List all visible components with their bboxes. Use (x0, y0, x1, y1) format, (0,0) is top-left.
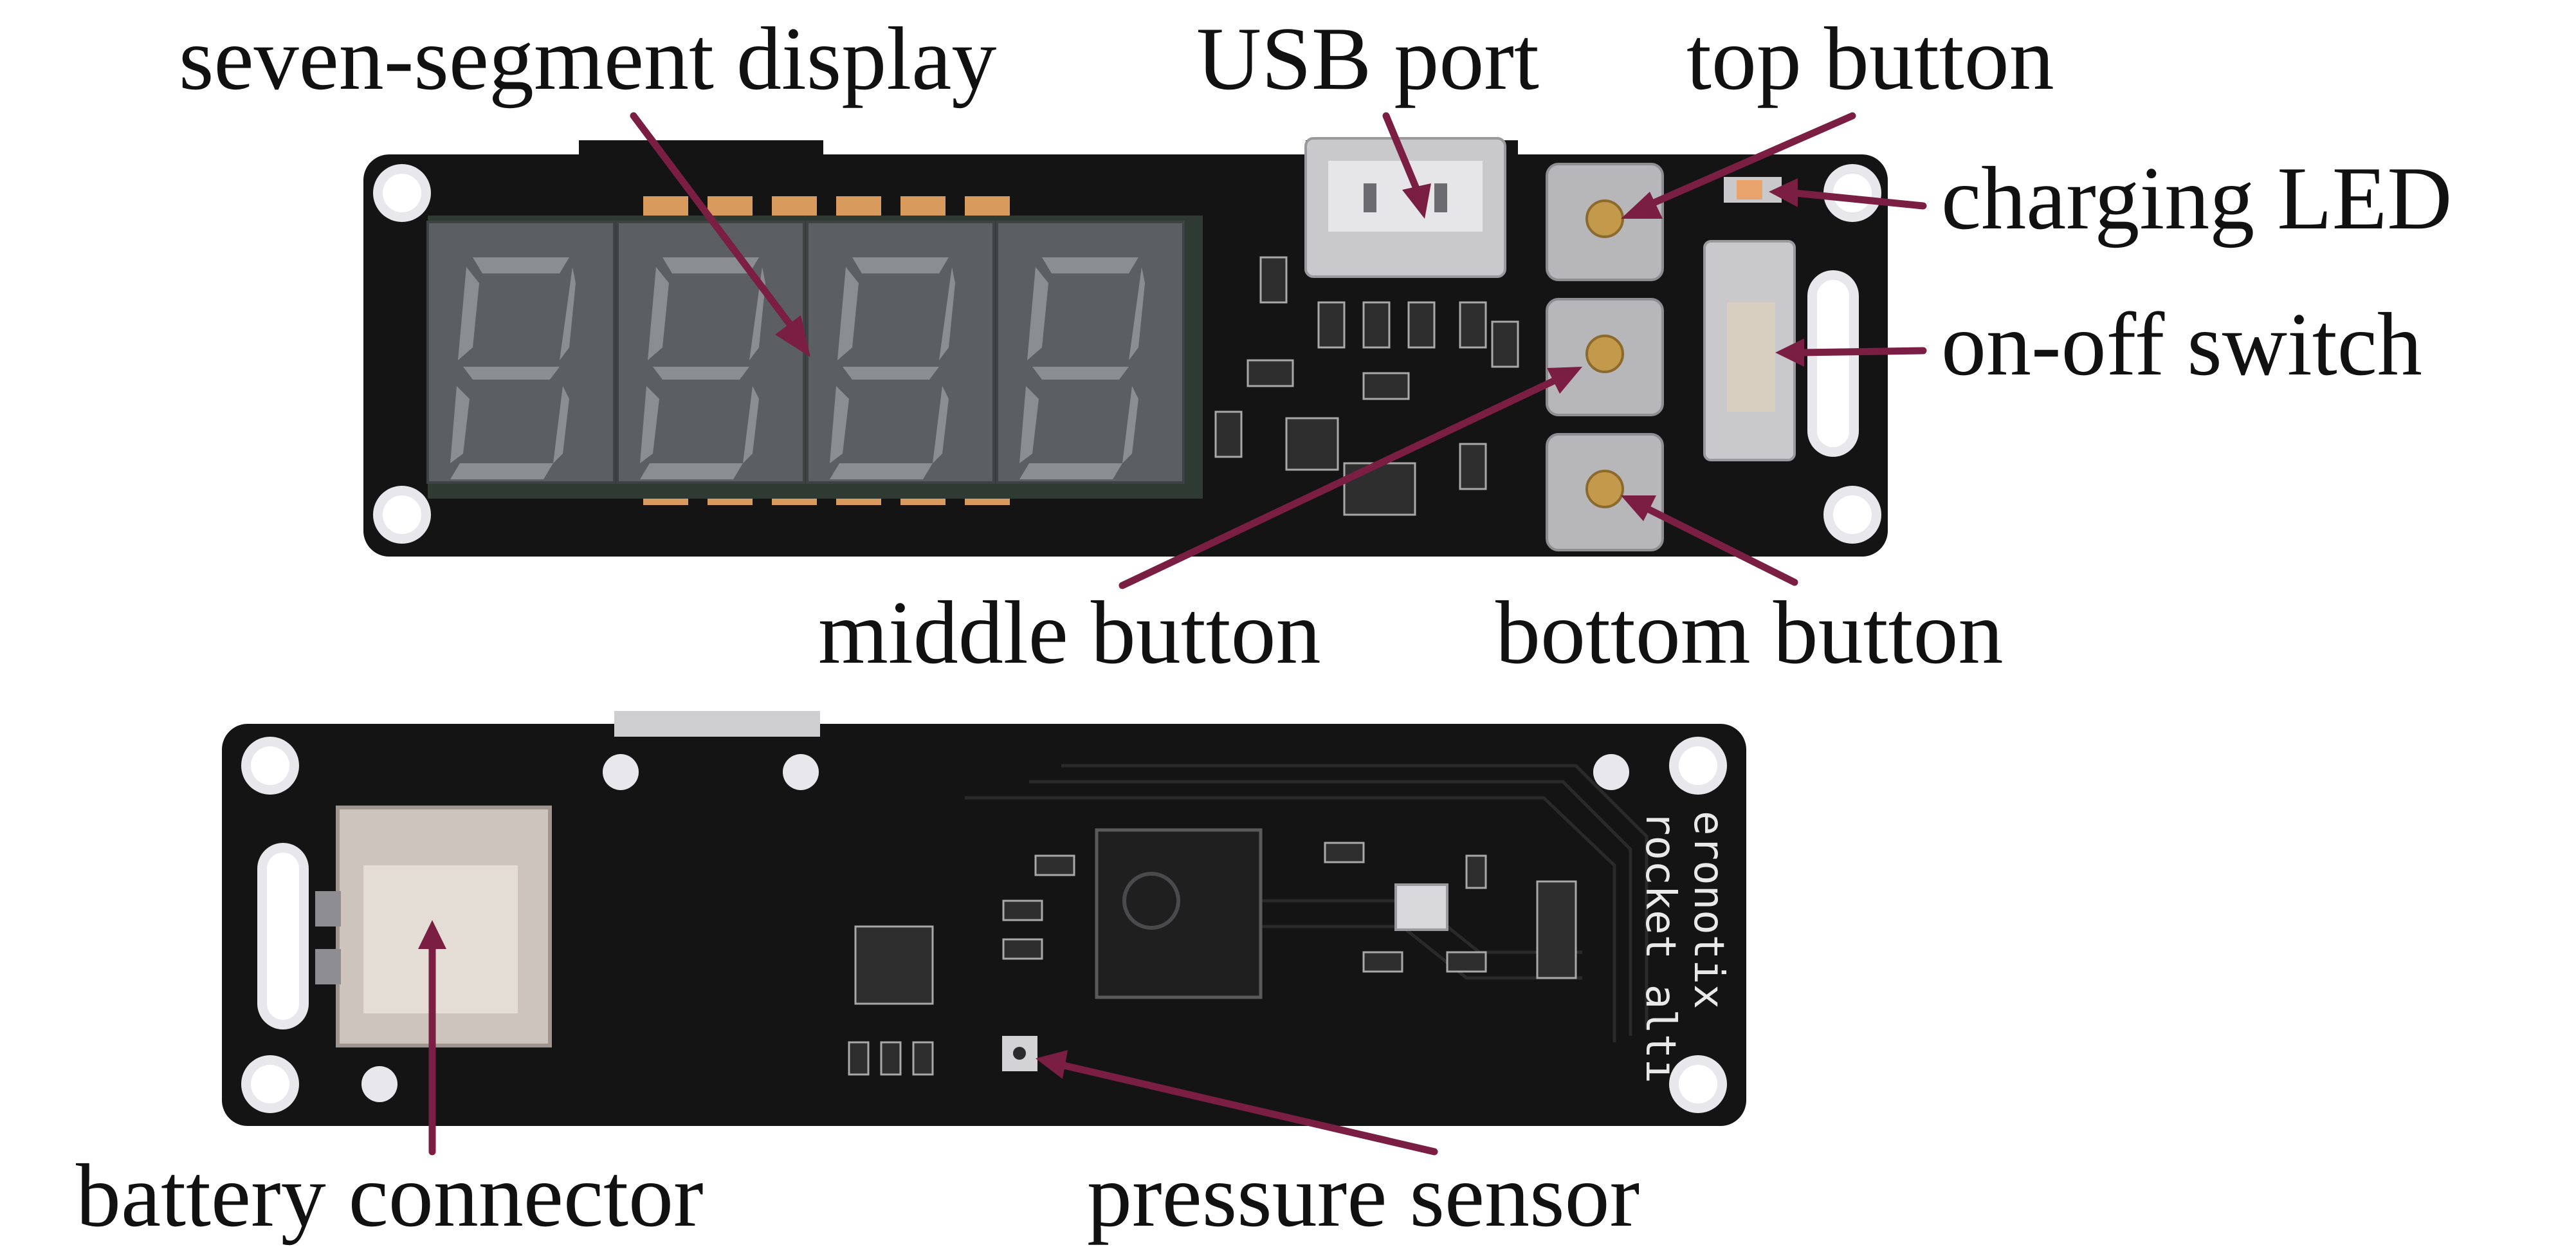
silkscreen-line-2: rocket alti (1636, 811, 1684, 1083)
label-middle-button: middle button (818, 583, 1321, 683)
silkscreen-line-1: eronotix (1685, 811, 1732, 1009)
charging-led (1724, 177, 1782, 203)
bottom-button (1546, 433, 1664, 551)
arrow-top-button (1643, 112, 1856, 210)
label-seven-segment-display: seven-segment display (179, 9, 996, 109)
back-pcb-body (222, 724, 1746, 1126)
label-on-off-switch: on-off switch (1941, 295, 2422, 394)
microcontroller-chip (1095, 828, 1263, 999)
back-traces (965, 764, 1649, 1042)
display-digit (616, 221, 805, 484)
arrowhead-seven-segment-display (775, 315, 810, 357)
display-digit (426, 221, 616, 484)
arrow-seven-segment-display (630, 112, 801, 338)
annotation-arrows (418, 112, 1927, 1156)
battery-connector (315, 806, 552, 1047)
label-usb-port: USB port (1196, 9, 1539, 109)
board-silkscreen: eronotix rocket alti (1636, 811, 1732, 1083)
arrowhead-middle-button (1547, 367, 1582, 394)
display-digit (806, 221, 995, 484)
annotation-labels: seven-segment display USB port top butto… (76, 9, 2452, 1246)
arrow-bottom-button (1643, 504, 1798, 586)
label-pressure-sensor: pressure sensor (1087, 1146, 1640, 1246)
pressure-sensor (1002, 1036, 1037, 1071)
label-charging-led: charging LED (1941, 149, 2452, 248)
arrow-middle-button (1119, 376, 1560, 589)
back-mounting-holes (241, 737, 1727, 1113)
arrow-charging-led (1791, 189, 1927, 210)
back-smd-components (848, 842, 1577, 1076)
arrowhead-top-button (1621, 192, 1663, 219)
arrowhead-usb-port (1402, 183, 1431, 219)
label-battery-connector: battery connector (76, 1146, 704, 1246)
front-board (363, 137, 1888, 557)
label-bottom-button: bottom button (1495, 583, 2003, 683)
arrowhead-pressure-sensor (1036, 1050, 1068, 1079)
back-board: eronotix rocket alti (222, 711, 1746, 1126)
display-digit (996, 221, 1185, 484)
arrowhead-battery-connector (418, 920, 446, 949)
front-smd-components (1214, 256, 1519, 516)
crystal-oscillator (1394, 883, 1448, 931)
arrowhead-bottom-button (1621, 495, 1656, 521)
seven-segment-display (426, 216, 1203, 499)
usb-port (1304, 137, 1506, 278)
arrowhead-on-off-switch (1775, 338, 1804, 367)
label-top-button: top button (1686, 9, 2054, 109)
arrowhead-charging-led (1769, 178, 1798, 207)
top-button (1546, 163, 1664, 281)
arrow-on-off-switch (1797, 347, 1927, 356)
arrow-usb-port (1382, 112, 1422, 197)
arrow-pressure-sensor (1057, 1061, 1438, 1156)
middle-button (1546, 298, 1664, 416)
front-pcb-tab-left (579, 140, 823, 166)
